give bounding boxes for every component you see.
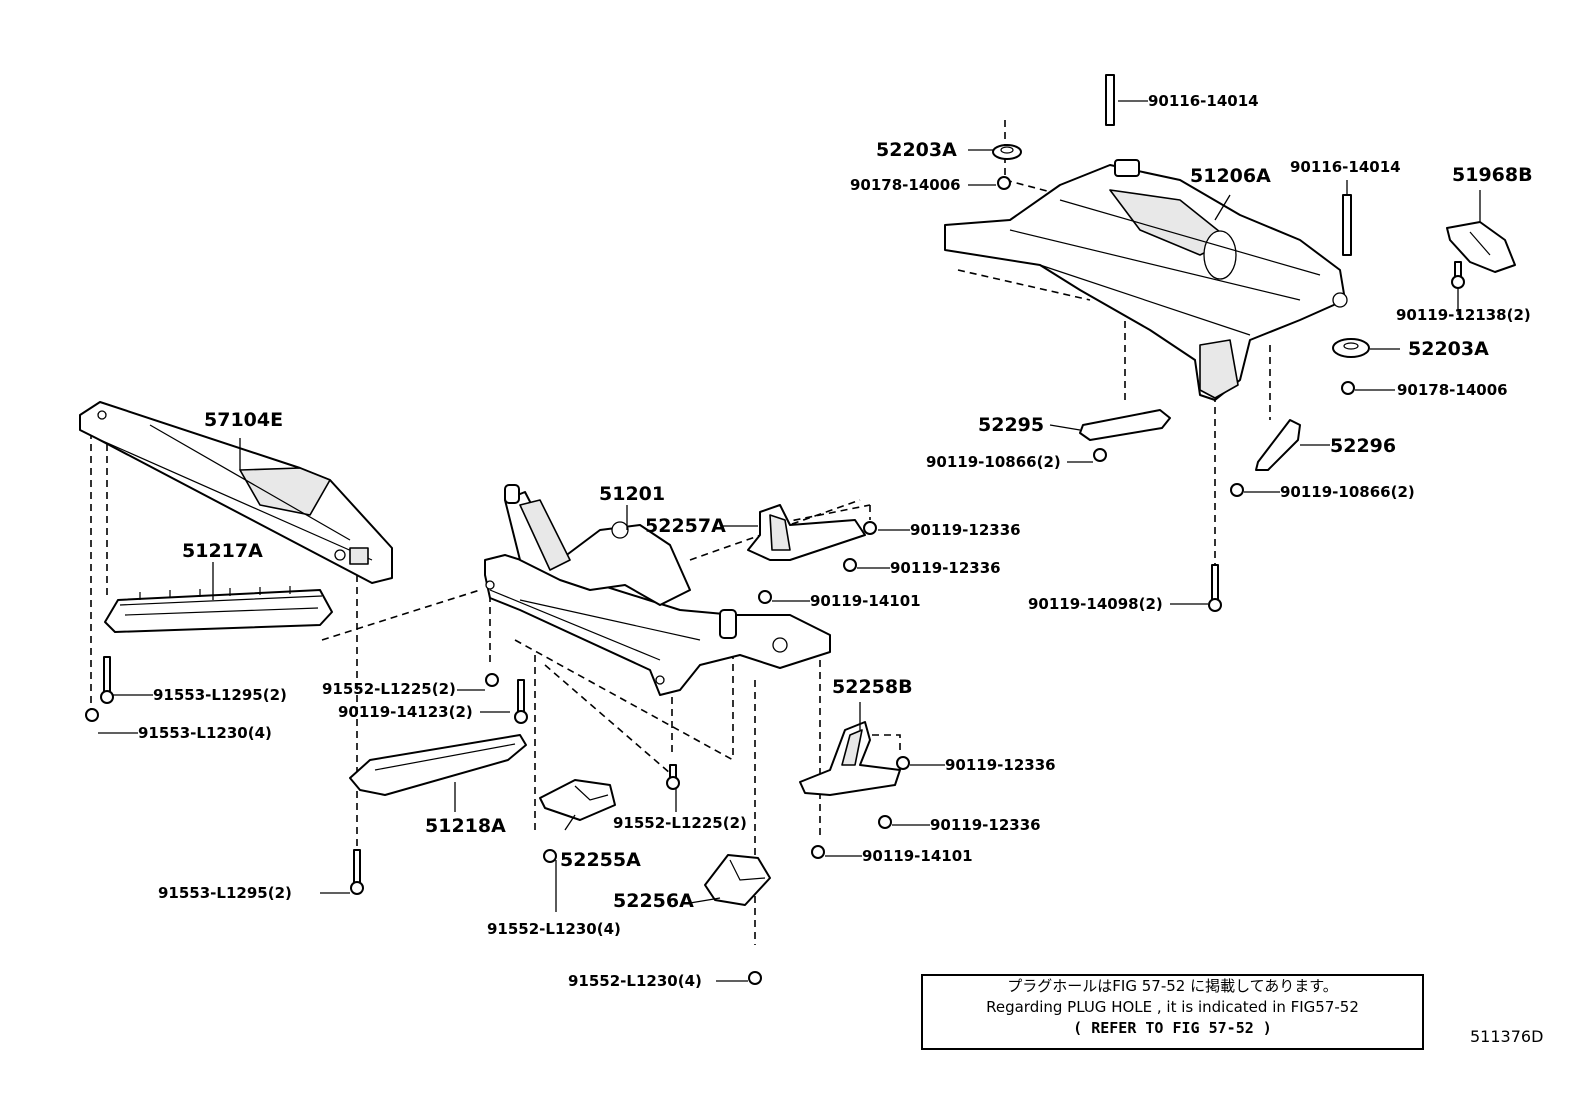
label-90119-10866-right: 90119-10866(2) bbox=[1280, 483, 1415, 501]
label-91552-L1230-a: 91552-L1230(4) bbox=[487, 920, 621, 938]
label-91553-L1295-bottom: 91553-L1295(2) bbox=[158, 884, 292, 902]
label-91552-L1225-left: 91552-L1225(2) bbox=[322, 680, 456, 698]
label-90116-14014-right: 90116-14014 bbox=[1290, 158, 1401, 176]
part-52256A-plate bbox=[704, 854, 771, 906]
fasteners bbox=[85, 74, 1465, 985]
label-90178-14006-upper: 90178-14006 bbox=[850, 176, 961, 194]
label-91552-L1230-b: 91552-L1230(4) bbox=[568, 972, 702, 990]
label-52203A-lower: 52203A bbox=[1408, 338, 1489, 360]
label-51206A: 51206A bbox=[1190, 165, 1271, 187]
label-52258B: 52258B bbox=[832, 676, 913, 698]
leader-lines bbox=[98, 100, 1481, 982]
label-90119-10866-left: 90119-10866(2) bbox=[926, 453, 1061, 471]
label-90119-12336-c: 90119-12336 bbox=[945, 756, 1056, 774]
label-90119-14098: 90119-14098(2) bbox=[1028, 595, 1163, 613]
label-52203A-upper: 52203A bbox=[876, 139, 957, 161]
part-51217A-cover bbox=[104, 586, 333, 633]
part-52203A-bushing-upper bbox=[992, 144, 1022, 160]
part-52203A-bushing-lower bbox=[1332, 338, 1370, 358]
part-57104E-crossmember bbox=[79, 401, 393, 584]
label-52255A: 52255A bbox=[560, 849, 641, 871]
label-90119-12336-b: 90119-12336 bbox=[890, 559, 1001, 577]
label-52257A: 52257A bbox=[645, 515, 726, 537]
part-51968B-bracket bbox=[1446, 221, 1516, 273]
label-90119-12336-a: 90119-12336 bbox=[910, 521, 1021, 539]
label-52295: 52295 bbox=[978, 414, 1044, 436]
reference-note-box: プラグホールはFIG 57-52 に掲載してあります。 Regarding PL… bbox=[921, 974, 1424, 1050]
part-51218A-bracket bbox=[349, 734, 527, 796]
part-52255A-plate bbox=[539, 779, 616, 821]
label-51968B: 51968B bbox=[1452, 164, 1533, 186]
label-57104E: 57104E bbox=[204, 409, 283, 431]
part-labels: 57104E 51217A 91553-L1295(2) 91553-L1230… bbox=[138, 92, 1533, 990]
label-51201: 51201 bbox=[599, 483, 665, 505]
part-52296-link bbox=[1255, 419, 1301, 471]
label-52296: 52296 bbox=[1330, 435, 1396, 457]
part-51206A-rear-subframe bbox=[944, 159, 1348, 401]
label-90119-12138: 90119-12138(2) bbox=[1396, 306, 1531, 324]
label-90119-14101-a: 90119-14101 bbox=[810, 592, 921, 610]
part-52295-link bbox=[1079, 409, 1171, 441]
label-52256A: 52256A bbox=[613, 890, 694, 912]
label-90119-12336-d: 90119-12336 bbox=[930, 816, 1041, 834]
note-line-japanese: プラグホールはFIG 57-52 に掲載してあります。 bbox=[1007, 977, 1338, 995]
label-51217A: 51217A bbox=[182, 540, 263, 562]
label-91553-L1230: 91553-L1230(4) bbox=[138, 724, 272, 742]
part-51201-front-subframe bbox=[484, 484, 831, 696]
note-line-english: Regarding PLUG HOLE , it is indicated in… bbox=[986, 998, 1359, 1016]
label-90116-14014-top: 90116-14014 bbox=[1148, 92, 1259, 110]
label-51218A: 51218A bbox=[425, 815, 506, 837]
figure-code: 511376D bbox=[1470, 1027, 1544, 1046]
label-91552-L1225-center: 91552-L1225(2) bbox=[613, 814, 747, 832]
note-line-reference: ( REFER TO FIG 57-52 ) bbox=[1073, 1019, 1272, 1037]
part-52257A-brace bbox=[747, 504, 866, 561]
label-90119-14123: 90119-14123(2) bbox=[338, 703, 473, 721]
label-90119-14101-b: 90119-14101 bbox=[862, 847, 973, 865]
part-52258B-brace bbox=[799, 721, 901, 796]
label-90178-14006-lower: 90178-14006 bbox=[1397, 381, 1508, 399]
label-91553-L1295-left: 91553-L1295(2) bbox=[153, 686, 287, 704]
